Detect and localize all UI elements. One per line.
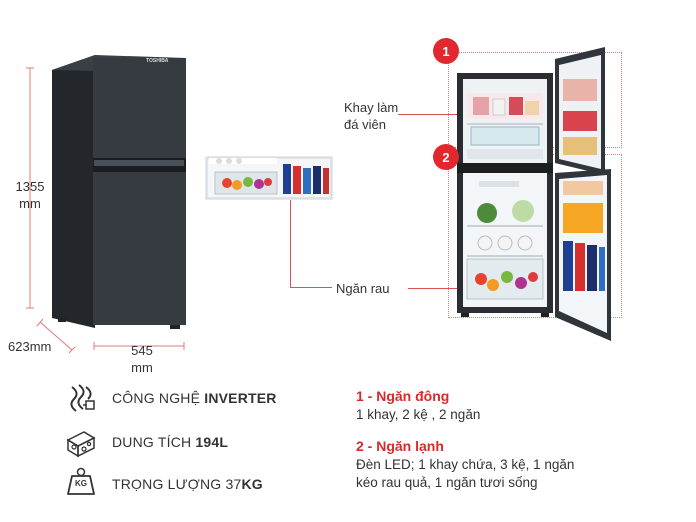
capacity-icon (66, 431, 96, 458)
veg-connector-horizontal (290, 287, 332, 288)
width-dimension: 545 mm (131, 343, 153, 375)
feature-capacity: DUNG TÍCH 194L (112, 434, 229, 450)
ice-tray-callout: Khay làm đá viên (344, 100, 399, 132)
freezer-spec-title: 1 - Ngăn đông (356, 388, 450, 404)
feature-inverter: CÔNG NGHỆ INVERTER (112, 390, 277, 406)
fridge-spec-text: Đèn LED; 1 khay chứa, 3 kệ, 1 ngăn kéo r… (356, 457, 575, 490)
feature-weight: TRỌNG LƯỢNG 37KG (112, 476, 263, 492)
inverter-icon (70, 384, 95, 412)
weight-icon-label: KG (75, 479, 87, 488)
freezer-spec-text: 1 khay, 2 kệ , 2 ngăn (356, 407, 481, 422)
veg-connector-vertical (290, 200, 291, 288)
veg-drawer-callout: Ngăn rau (336, 281, 390, 296)
fridge-spec-title: 2 - Ngăn lạnh (356, 438, 444, 454)
weight-icon (67, 467, 95, 495)
depth-dimension: 623mm (8, 339, 52, 354)
vegetable-drawer-inset (205, 156, 333, 200)
brand-logo: TOSHIBA (146, 58, 169, 64)
height-dimension: 1355 mm (15, 179, 45, 211)
open-fridge-diagram (457, 47, 611, 341)
ice-tray-pointer-line (398, 114, 472, 115)
fridge-badge: 2 (433, 144, 459, 170)
freezer-badge: 1 (433, 38, 459, 64)
closed-fridge-diagram (26, 55, 186, 354)
